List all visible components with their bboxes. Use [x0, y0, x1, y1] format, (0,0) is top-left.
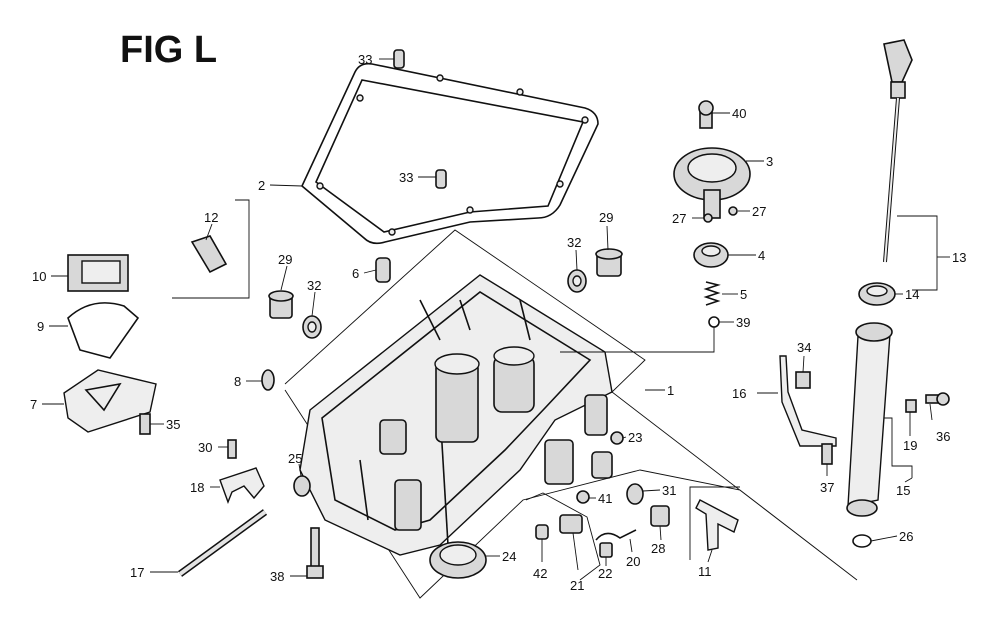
washer-41: [576, 490, 590, 504]
callout-13: 13: [952, 250, 966, 265]
callout-17: 17: [130, 565, 144, 580]
gasket: [301, 62, 599, 245]
callout-27-left: 27: [672, 211, 686, 226]
dipstick-cap: [883, 39, 913, 83]
bracket-18: [219, 467, 265, 504]
callout-3: 3: [766, 154, 773, 169]
callout-37: 37: [820, 480, 834, 495]
ring-26: [852, 534, 872, 548]
callout-29-right: 29: [599, 210, 613, 225]
bolt-35: [139, 413, 151, 435]
fitting-11: [695, 499, 739, 551]
callout-27-right: 27: [752, 204, 766, 219]
wire-20: [595, 529, 637, 541]
callout-7: 7: [30, 397, 37, 412]
callout-9: 9: [37, 319, 44, 334]
fitting-21: [559, 514, 583, 534]
spring-5: [703, 281, 721, 306]
callout-6: 6: [352, 266, 359, 281]
callout-33-lower: 33: [399, 170, 413, 185]
bracket-16: [779, 355, 837, 447]
seal-8: [261, 369, 275, 391]
callout-5: 5: [740, 287, 747, 302]
callout-15: 15: [896, 483, 910, 498]
fitting-42: [535, 524, 549, 540]
bolt-34: [795, 371, 811, 389]
dipstick-13-bracket: [897, 215, 938, 291]
callout-20: 20: [626, 554, 640, 569]
callout-38: 38: [270, 569, 284, 584]
callout-39: 39: [736, 315, 750, 330]
gasket-inner: [315, 79, 585, 233]
callout-42: 42: [533, 566, 547, 581]
callout-18: 18: [190, 480, 204, 495]
gasket-9: [67, 302, 140, 359]
callout-33-upper: 33: [358, 52, 372, 67]
pin-27-left: [703, 213, 713, 223]
bracket-21-group: [525, 492, 601, 581]
bolt-12-group-box: [172, 199, 250, 299]
callout-10: 10: [32, 269, 46, 284]
callout-1: 1: [667, 383, 674, 398]
callout-2: 2: [258, 178, 265, 193]
dowel-pin-33-upper: [393, 49, 405, 69]
bolt-30: [227, 439, 237, 459]
callout-21: 21: [570, 578, 584, 593]
washer-31: [626, 483, 644, 505]
callout-14: 14: [905, 287, 919, 302]
clip-19: [905, 399, 917, 413]
bolt-12: [190, 235, 228, 274]
figure-title: FIG L: [120, 29, 217, 71]
connector-22: [599, 542, 613, 558]
dowel-pin-33-lower: [435, 169, 447, 189]
callout-32-left: 32: [307, 278, 321, 293]
callout-41: 41: [598, 491, 612, 506]
callout-16: 16: [732, 386, 746, 401]
callout-35: 35: [166, 417, 180, 432]
callout-4: 4: [758, 248, 765, 263]
callout-32-right: 32: [567, 235, 581, 250]
seal-25: [293, 475, 311, 497]
callout-40: 40: [732, 106, 746, 121]
callout-22: 22: [598, 566, 612, 581]
callout-36: 36: [936, 429, 950, 444]
callout-30: 30: [198, 440, 212, 455]
o-ring-39: [708, 316, 720, 328]
fitting-11-group-box: [689, 486, 740, 560]
callout-19: 19: [903, 438, 917, 453]
tube-15-bracket: [878, 417, 913, 478]
callout-8: 8: [234, 374, 241, 389]
plug-28: [650, 505, 670, 527]
callout-25: 25: [288, 451, 302, 466]
callout-23: 23: [628, 430, 642, 445]
callout-24: 24: [502, 549, 516, 564]
plug-23: [610, 431, 624, 445]
callout-26: 26: [899, 529, 913, 544]
pin-27-right: [728, 206, 738, 216]
callout-11: 11: [698, 564, 712, 579]
bolt-37: [821, 443, 833, 465]
pin-6: [375, 257, 391, 283]
filler-tube: [847, 327, 891, 507]
callout-34: 34: [797, 340, 811, 355]
callout-12: 12: [204, 210, 218, 225]
callout-31: 31: [662, 483, 676, 498]
callout-29-left: 29: [278, 252, 292, 267]
callout-28: 28: [651, 541, 665, 556]
